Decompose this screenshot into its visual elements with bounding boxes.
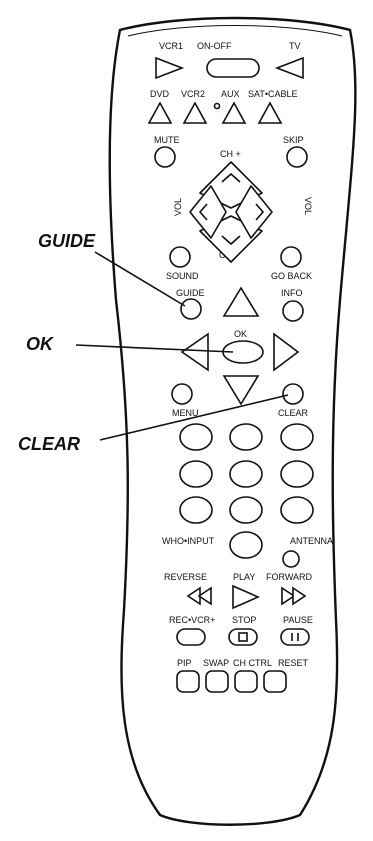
nav-down-button[interactable]: [222, 375, 260, 406]
forward-button[interactable]: [281, 586, 307, 606]
ch-ctrl-button[interactable]: [234, 670, 258, 693]
vol-right-label: VOL: [303, 197, 313, 215]
nav-up-button[interactable]: [222, 286, 260, 317]
aux-button[interactable]: [221, 101, 247, 124]
ch-ctrl-label: CH CTRL: [233, 658, 272, 668]
forward-label: FORWARD: [266, 572, 312, 582]
tv-button[interactable]: [274, 56, 304, 80]
mute-button[interactable]: [154, 146, 176, 168]
dvd-button[interactable]: [147, 101, 173, 124]
info-button[interactable]: [282, 300, 304, 322]
rec-vcr-label: REC•VCR+: [169, 615, 215, 625]
tv-label: TV: [289, 41, 301, 51]
guide-callout-line: [94, 251, 186, 307]
sound-button[interactable]: [169, 246, 191, 268]
digit-button[interactable]: [280, 496, 314, 524]
swap-button[interactable]: [205, 670, 229, 693]
clear-label: CLEAR: [278, 408, 309, 418]
digit-button[interactable]: [229, 531, 263, 559]
rewind-button[interactable]: [186, 586, 212, 606]
go-back-label: GO BACK: [271, 271, 312, 281]
sat-cable-label: SAT•CABLE: [248, 89, 298, 99]
record-button[interactable]: [176, 628, 206, 646]
digit-button[interactable]: [229, 423, 263, 451]
on-off-button[interactable]: [206, 58, 260, 78]
vcr2-button[interactable]: [182, 101, 208, 124]
chevron-right-icon: [255, 203, 265, 221]
antenna-button[interactable]: [282, 550, 300, 568]
dvd-label: DVD: [150, 89, 170, 99]
pause-label: PAUSE: [283, 615, 313, 625]
nav-right-button[interactable]: [273, 332, 300, 372]
reset-label: RESET: [278, 658, 309, 668]
pause-button[interactable]: [280, 628, 310, 646]
play-button[interactable]: [232, 584, 260, 610]
pip-button[interactable]: [176, 670, 200, 693]
vcr2-label: VCR2: [181, 89, 205, 99]
indicator-light: [213, 102, 221, 110]
play-label: PLAY: [233, 572, 255, 582]
digit-button[interactable]: [229, 496, 263, 524]
guide-label: GUIDE: [176, 288, 205, 298]
vol-up-button[interactable]: [235, 185, 273, 239]
clear-button[interactable]: [282, 383, 304, 405]
skip-button[interactable]: [286, 146, 308, 168]
go-back-button[interactable]: [280, 246, 302, 268]
chevron-up-icon: [221, 172, 241, 183]
reset-button[interactable]: [263, 670, 287, 693]
who-input-label: WHO•INPUT: [162, 536, 215, 546]
digit-button[interactable]: [229, 460, 263, 488]
chevron-left-icon: [198, 203, 208, 221]
menu-label: MENU: [172, 408, 199, 418]
sat-cable-button[interactable]: [257, 101, 283, 124]
pause-icon: [291, 633, 299, 641]
vol-down-button[interactable]: [189, 185, 227, 239]
nav-left-button[interactable]: [180, 332, 209, 372]
on-off-label: ON-OFF: [197, 41, 232, 51]
swap-label: SWAP: [203, 658, 229, 668]
digit-button[interactable]: [179, 460, 213, 488]
stop-label: STOP: [232, 615, 256, 625]
ok-callout-label: OK: [26, 334, 55, 354]
ok-callout-line: [75, 344, 234, 353]
reverse-label: REVERSE: [164, 572, 207, 582]
chevron-down-icon: [221, 235, 241, 246]
menu-button[interactable]: [171, 383, 193, 405]
number-pad: [179, 423, 314, 559]
digit-button[interactable]: [280, 460, 314, 488]
remote-body: [108, 16, 357, 826]
mute-label: MUTE: [154, 135, 180, 145]
digit-button[interactable]: [179, 423, 213, 451]
stop-button[interactable]: [228, 628, 258, 646]
clear-callout-label: CLEAR: [18, 434, 80, 454]
fast-forward-icon: [281, 586, 296, 606]
ok-label: OK: [234, 329, 247, 339]
vol-left-label: VOL: [173, 198, 183, 216]
pip-label: PIP: [177, 658, 192, 668]
vcr1-label: VCR1: [159, 41, 183, 51]
ch-plus-label: CH +: [220, 149, 241, 159]
stop-icon: [238, 632, 248, 642]
guide-callout-label: GUIDE: [38, 231, 96, 251]
guide-button[interactable]: [180, 298, 202, 320]
vcr1-button[interactable]: [155, 56, 185, 80]
aux-label: AUX: [221, 89, 240, 99]
antenna-label: ANTENNA: [290, 536, 333, 546]
skip-label: SKIP: [283, 135, 304, 145]
remote-body-inner-edge: [127, 25, 343, 37]
sound-label: SOUND: [166, 271, 199, 281]
digit-button[interactable]: [179, 496, 213, 524]
clear-callout-line: [99, 394, 289, 441]
info-label: INFO: [281, 288, 303, 298]
digit-button[interactable]: [280, 423, 314, 451]
